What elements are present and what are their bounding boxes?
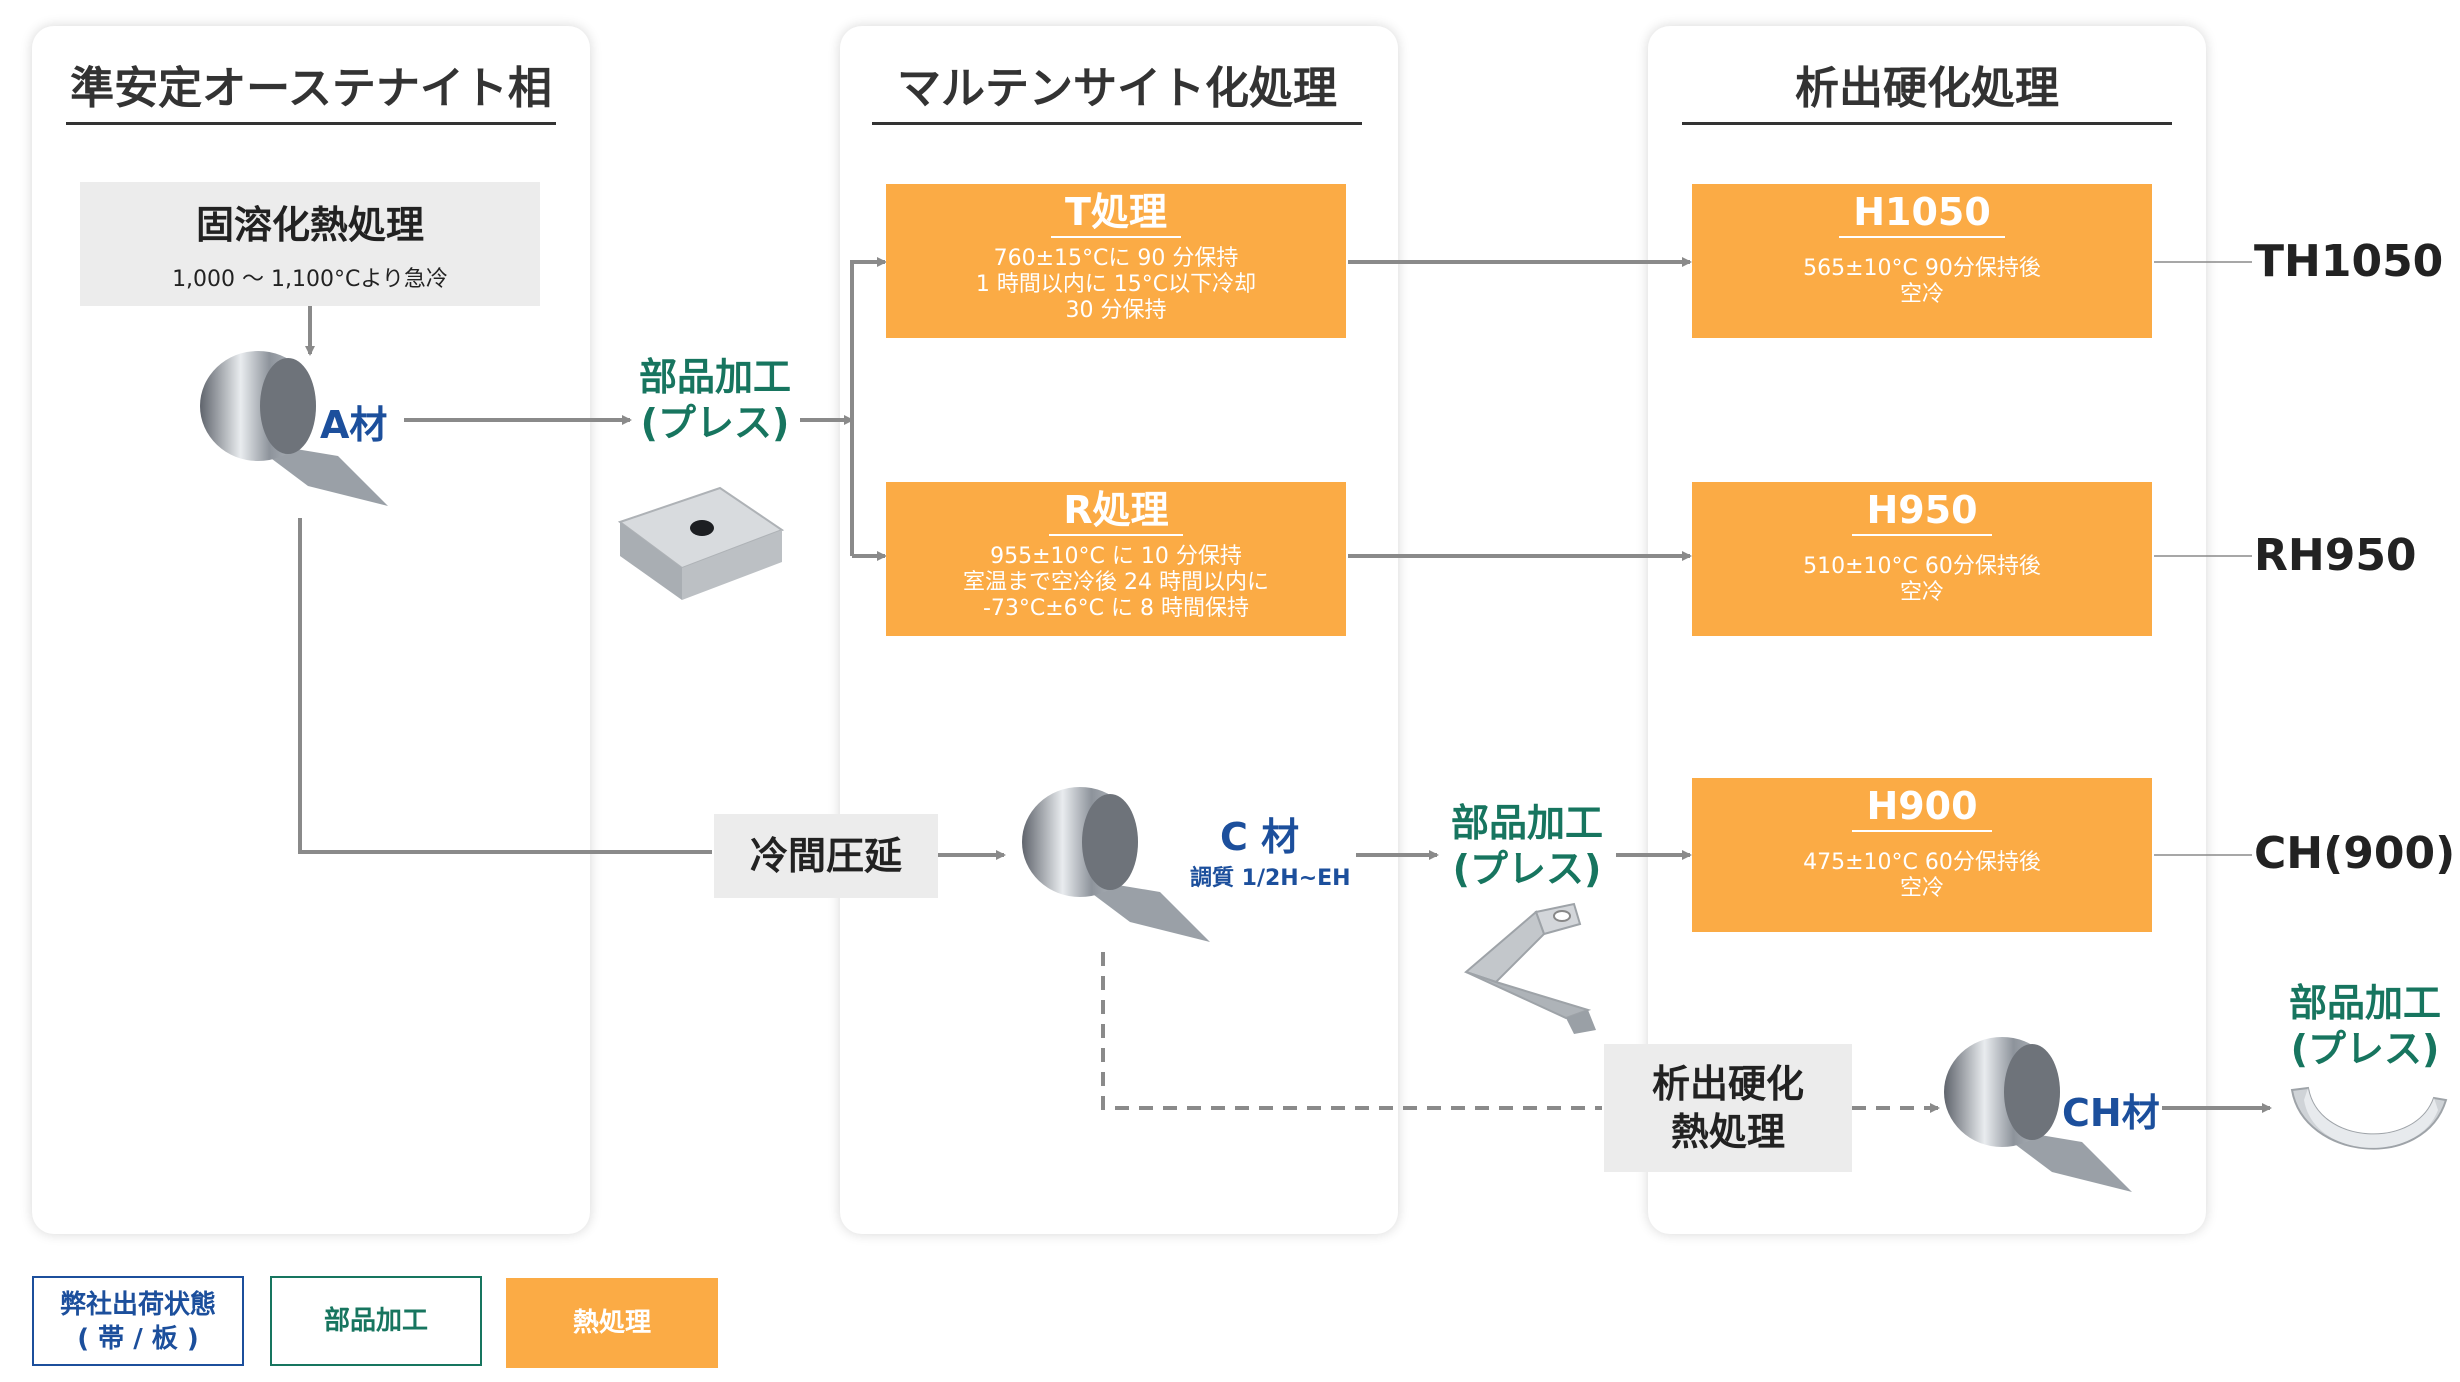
steel-coil-icon — [1022, 787, 1210, 942]
r-treatment-detail: 955±10°C に 10 分保持 室温まで空冷後 24 時間以内に -73°C… — [963, 544, 1269, 621]
solution-treatment-title: 固溶化熱処理 — [195, 203, 424, 247]
cold-rolling-box: 冷間圧延 — [714, 814, 938, 898]
solution-treatment-box: 固溶化熱処理 1,000 ～ 1,100°Cより急冷 — [80, 182, 540, 306]
column-title-martensite: マルテンサイト化処理 — [872, 52, 1362, 125]
h950-box: H950 510±10°C 60分保持後 空冷 — [1692, 482, 2152, 636]
column-title-precipitation: 析出硬化処理 — [1682, 52, 2172, 125]
h900-title: H900 — [1852, 784, 1992, 832]
press-label-3: 部品加工 (プレス) — [2288, 981, 2441, 1071]
h900-box: H900 475±10°C 60分保持後 空冷 — [1692, 778, 2152, 932]
solution-treatment-detail: 1,000 ～ 1,100°Cより急冷 — [172, 267, 448, 292]
t-treatment-box: T処理 760±15°Cに 90 分保持 1 時間以内に 15°C以下冷却 30… — [886, 184, 1346, 338]
line-a-to-cold — [298, 518, 712, 854]
material-c-temper: 調質 1/2H~EH — [1190, 866, 1351, 891]
precipitation-heat-box: 析出硬化 熱処理 — [1604, 1044, 1852, 1172]
material-ch-label: CH材 — [2062, 1091, 2160, 1135]
curved-part-icon — [2290, 1086, 2448, 1150]
dashed-c-to-precip — [1101, 952, 1602, 1110]
steel-coil-icon — [1944, 1037, 2132, 1192]
column-title-austenite: 準安定オーステナイト相 — [66, 52, 556, 125]
h950-title: H950 — [1852, 488, 1992, 536]
press-label-2: 部品加工 (プレス) — [1450, 801, 1603, 891]
press-label-1: 部品加工 (プレス) — [638, 355, 791, 445]
output-rh950: RH950 — [2254, 530, 2417, 581]
legend-processing: 部品加工 — [270, 1276, 482, 1366]
steel-coil-icon — [200, 351, 388, 506]
r-treatment-box: R処理 955±10°C に 10 分保持 室温まで空冷後 24 時間以内に -… — [886, 482, 1346, 636]
pressed-square-part-icon — [617, 486, 785, 600]
t-treatment-title: T処理 — [1051, 190, 1181, 238]
output-ch900: CH(900) — [2254, 828, 2456, 879]
legend-heat-treatment: 熱処理 — [506, 1278, 718, 1368]
h950-detail: 510±10°C 60分保持後 空冷 — [1803, 554, 2041, 605]
r-treatment-title: R処理 — [1049, 488, 1183, 536]
legend-shipping-state: 弊社出荷状態 ( 帯 / 板 ) — [32, 1276, 244, 1366]
h1050-detail: 565±10°C 90分保持後 空冷 — [1803, 256, 2041, 307]
bent-bracket-icon — [1464, 902, 1596, 1034]
material-c-label: C 材 — [1220, 815, 1300, 859]
t-treatment-detail: 760±15°Cに 90 分保持 1 時間以内に 15°C以下冷却 30 分保持 — [975, 246, 1257, 323]
h1050-box: H1050 565±10°C 90分保持後 空冷 — [1692, 184, 2152, 338]
material-a-label: A材 — [320, 403, 388, 447]
output-th1050: TH1050 — [2254, 236, 2444, 287]
h900-detail: 475±10°C 60分保持後 空冷 — [1803, 850, 2041, 901]
h1050-title: H1050 — [1839, 190, 2005, 238]
